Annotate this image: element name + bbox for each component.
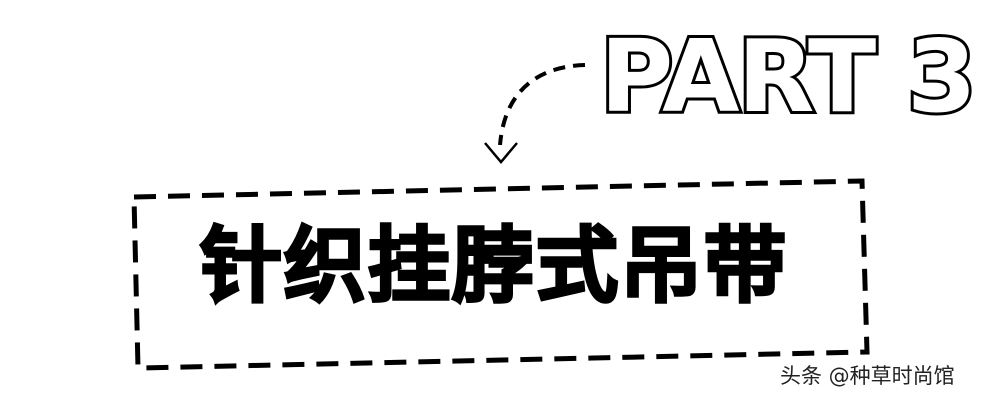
part-label: PART 3 [597,18,980,135]
curved-arrow-icon [484,63,586,164]
watermark: 头条 @种草时尚馆 [780,364,955,388]
dashed-frame-icon [131,178,870,371]
section-heading: 针织挂脖式吊带 [199,218,789,316]
